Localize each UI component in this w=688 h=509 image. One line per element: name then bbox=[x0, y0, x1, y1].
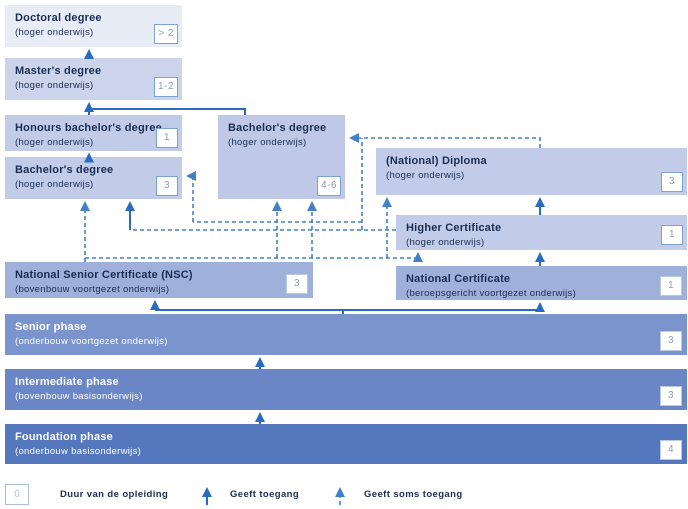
box-title: Senior phase bbox=[15, 321, 87, 333]
duration-badge: 3 bbox=[660, 331, 682, 351]
box-subtitle: (hoger onderwijs) bbox=[386, 169, 465, 181]
box-title: Doctoral degree bbox=[15, 12, 102, 24]
duration-badge: 1-2 bbox=[154, 77, 178, 97]
legend-dashed-arrow-label: Geeft soms toegang bbox=[364, 489, 463, 500]
box-title: Bachelor's degree bbox=[228, 122, 327, 134]
box-bachelors-degree-left: Bachelor's degree (hoger onderwijs) 3 bbox=[5, 157, 182, 199]
box-title: Foundation phase bbox=[15, 431, 113, 443]
box-masters-degree: Master's degree (hoger onderwijs) 1-2 bbox=[5, 58, 182, 100]
box-subtitle: (onderbouw voortgezet onderwijs) bbox=[15, 335, 168, 347]
duration-badge: 3 bbox=[286, 274, 308, 294]
box-national-certificate: National Certificate (beroepsgericht voo… bbox=[396, 266, 687, 300]
box-title: Intermediate phase bbox=[15, 376, 119, 388]
duration-badge: 3 bbox=[660, 386, 682, 406]
duration-badge: > 2 bbox=[154, 24, 178, 44]
box-title: Honours bachelor's degree bbox=[15, 122, 162, 134]
legend-duration-label: Duur van de opleiding bbox=[60, 489, 169, 500]
box-subtitle: (bovenbouw basisonderwijs) bbox=[15, 390, 143, 402]
box-subtitle: (hoger onderwijs) bbox=[15, 136, 94, 148]
box-subtitle: (beroepsgericht voortgezet onderwijs) bbox=[406, 287, 577, 299]
duration-badge: 1 bbox=[661, 225, 683, 245]
box-senior-phase: Senior phase (onderbouw voortgezet onder… bbox=[5, 314, 687, 355]
duration-badge: 3 bbox=[156, 176, 178, 196]
duration-badge: 4 bbox=[660, 440, 682, 460]
box-subtitle: (hoger onderwijs) bbox=[228, 136, 307, 148]
box-subtitle: (hoger onderwijs) bbox=[15, 178, 94, 190]
box-subtitle: (hoger onderwijs) bbox=[15, 26, 94, 38]
duration-badge: 3 bbox=[661, 172, 683, 192]
box-title: Higher Certificate bbox=[406, 222, 502, 234]
box-subtitle: (hoger onderwijs) bbox=[15, 79, 94, 91]
legend: 0 Duur van de opleiding Geeft toegang Ge… bbox=[0, 478, 688, 508]
box-doctoral-degree: Doctoral degree (hoger onderwijs) > 2 bbox=[5, 5, 182, 47]
box-subtitle: (bovenbouw voortgezet onderwijs) bbox=[15, 283, 170, 295]
box-title: Master's degree bbox=[15, 65, 102, 77]
box-subtitle: (onderbouw basisonderwijs) bbox=[15, 445, 142, 457]
box-intermediate-phase: Intermediate phase (bovenbouw basisonder… bbox=[5, 369, 687, 410]
box-title: National Senior Certificate (NSC) bbox=[15, 269, 193, 281]
duration-badge: 1 bbox=[156, 128, 178, 148]
box-national-senior-certificate: National Senior Certificate (NSC) (boven… bbox=[5, 262, 313, 298]
box-foundation-phase: Foundation phase (onderbouw basisonderwi… bbox=[5, 424, 687, 464]
box-title: (National) Diploma bbox=[386, 155, 487, 167]
box-title: National Certificate bbox=[406, 273, 511, 285]
box-subtitle: (hoger onderwijs) bbox=[406, 236, 485, 248]
duration-badge: 1 bbox=[660, 276, 682, 296]
duration-badge: 4-6 bbox=[317, 176, 341, 196]
box-title: Bachelor's degree bbox=[15, 164, 114, 176]
legend-solid-arrow-label: Geeft toegang bbox=[230, 489, 300, 500]
legend-duration-badge: 0 bbox=[5, 484, 29, 505]
box-higher-certificate: Higher Certificate (hoger onderwijs) 1 bbox=[396, 215, 687, 250]
box-national-diploma: (National) Diploma (hoger onderwijs) 3 bbox=[376, 148, 687, 195]
box-bachelors-degree-middle: Bachelor's degree (hoger onderwijs) 4-6 bbox=[218, 115, 345, 199]
box-honours-bachelors-degree: Honours bachelor's degree (hoger onderwi… bbox=[5, 115, 182, 151]
